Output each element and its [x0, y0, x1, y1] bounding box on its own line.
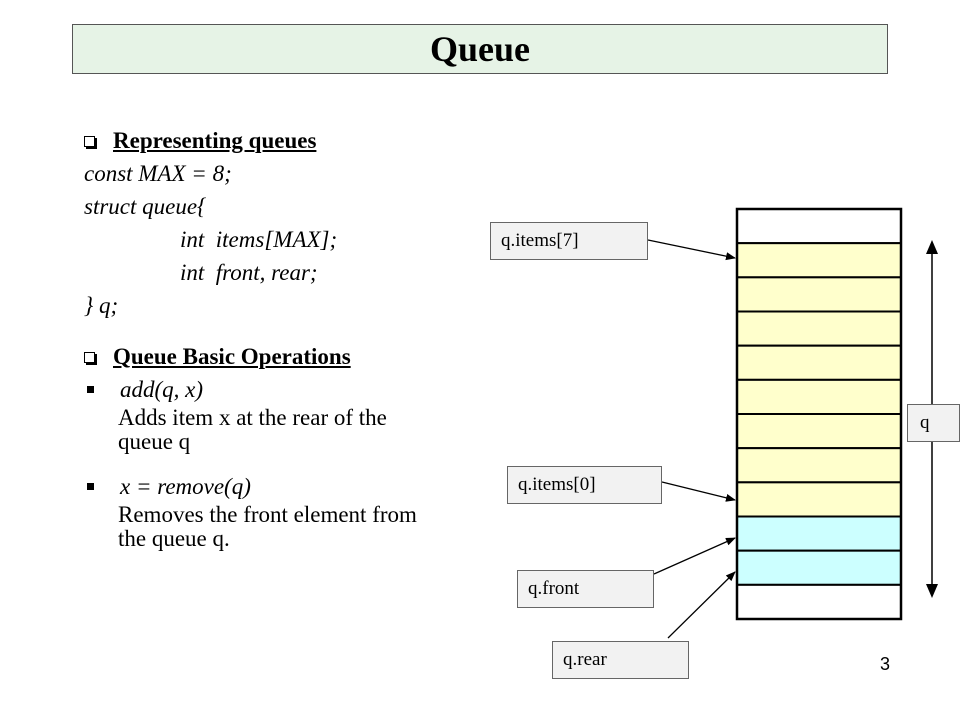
- arrow-items0: [661, 481, 736, 502]
- label-items7: q.items[7]: [490, 222, 648, 260]
- arrow-front: [653, 537, 736, 575]
- queue-cell: [736, 515, 902, 552]
- queue-cell: [736, 413, 902, 450]
- checkbox-bullet-icon: [84, 136, 95, 147]
- queue-cell: [736, 378, 902, 416]
- label-front: q.front: [517, 570, 654, 608]
- section-representing: Representing queues: [84, 124, 484, 157]
- desc-line: Removes the front element from: [118, 502, 417, 527]
- page-number: 3: [880, 654, 891, 674]
- checkbox-bullet-icon: [84, 352, 95, 363]
- op-name: x = remove(q): [120, 474, 251, 499]
- code-line: const MAX = 8;: [84, 161, 232, 186]
- desc-line: the queue q.: [118, 526, 230, 551]
- section-operations: Queue Basic Operations: [84, 340, 484, 373]
- slide-content: Representing queues const MAX = 8; struc…: [84, 124, 484, 559]
- code-line: struct queue{: [84, 194, 207, 219]
- square-bullet-icon: [87, 386, 94, 393]
- desc-line: queue q: [118, 429, 191, 454]
- queue-cell: [736, 344, 902, 381]
- arrow-up-icon: [926, 240, 938, 254]
- op-name: add(q, x): [120, 377, 204, 402]
- slide-title: Queue: [72, 24, 888, 74]
- queue-array-cells: [736, 208, 902, 620]
- label-q: q: [907, 404, 960, 442]
- desc-line: Adds item x at the rear of the: [118, 405, 387, 430]
- label-items0: q.items[0]: [507, 466, 662, 504]
- queue-cell: [736, 276, 902, 313]
- label-rear: q.rear: [552, 641, 689, 679]
- queue-cell: [736, 242, 902, 279]
- operation-signature: x = remove(q): [84, 470, 484, 503]
- operation-signature: add(q, x): [84, 373, 484, 406]
- arrow-down-icon: [926, 584, 938, 598]
- code-line: int front, rear;: [180, 260, 318, 285]
- queue-cell: [736, 447, 902, 484]
- code-line: } q;: [84, 293, 119, 318]
- section-heading: Representing queues: [113, 128, 317, 153]
- queue-cell: [736, 208, 902, 245]
- operation-description: Adds item x at the rear of the queue q: [84, 406, 484, 454]
- operation-description: Removes the front element from the queue…: [84, 503, 484, 551]
- queue-cell: [736, 583, 902, 620]
- queue-cell: [736, 481, 902, 518]
- queue-cell: [736, 310, 902, 347]
- code-line: int items[MAX];: [180, 227, 338, 252]
- arrow-items7: [647, 239, 736, 261]
- section-heading: Queue Basic Operations: [113, 344, 351, 369]
- arrow-rear: [667, 571, 736, 639]
- queue-cell: [736, 549, 902, 586]
- square-bullet-icon: [87, 483, 94, 490]
- queue-array-frame: [735, 207, 903, 621]
